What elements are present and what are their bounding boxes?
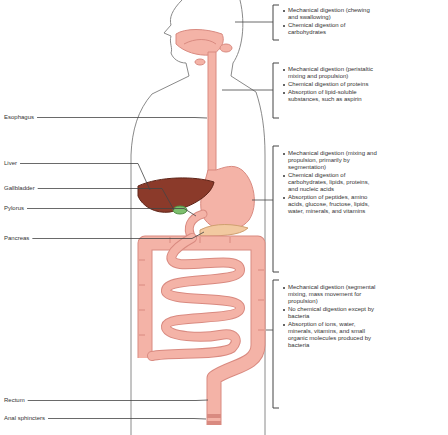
bullet-item: Chemical digestion of carbohydrates, lip… (283, 172, 381, 193)
organ-label: Gallbladder (4, 185, 35, 192)
function-note: Chemical digestion of carbohydrates (288, 22, 345, 35)
sphincter (207, 414, 221, 418)
bracket (273, 146, 279, 272)
bullet-dot (283, 324, 285, 326)
leader-line (38, 189, 174, 211)
pancreas (200, 225, 248, 237)
salivary-gland (220, 44, 232, 52)
text-block: Mechanical digestion (segmental mixing, … (283, 284, 381, 350)
body-outline (131, 0, 189, 435)
function-note: Mechanical digestion (peristaltic mixing… (288, 66, 373, 79)
bullet-dot (283, 25, 285, 27)
function-note: Absorption of ions, water, minerals, vit… (288, 321, 371, 348)
organ-label: Pylorus (4, 205, 24, 212)
organ-label: Pancreas (4, 235, 29, 242)
organ-label: Esophagus (4, 114, 34, 121)
stomach (201, 166, 255, 230)
function-note: Mechanical digestion (mixing and propuls… (288, 150, 377, 170)
organ-label: Rectum (4, 397, 25, 404)
bracket (273, 5, 279, 40)
bullet-item: Mechanical digestion (peristaltic mixing… (283, 66, 381, 80)
leader-line (27, 209, 196, 217)
text-block: Mechanical digestion (mixing and propuls… (283, 150, 381, 216)
bullet-dot (283, 10, 285, 12)
function-note: Chemical digestion of proteins (288, 81, 368, 87)
salivary-gland (195, 59, 205, 65)
mouth (176, 30, 223, 56)
bullet-item: Mechanical digestion (chewing and swallo… (283, 7, 381, 21)
text-block: Mechanical digestion (peristaltic mixing… (283, 66, 381, 104)
bracket (273, 280, 279, 408)
leader-line (48, 418, 206, 420)
small-intestine (152, 238, 240, 356)
bullet-item: Absorption of lipid-soluble substances, … (283, 89, 381, 103)
bullet-dot (283, 69, 285, 71)
bullet-item: No chemical digestion except by bacteria (283, 306, 381, 320)
function-note: No chemical digestion except by bacteria (288, 306, 374, 319)
bullet-item: Mechanical digestion (mixing and propuls… (283, 150, 381, 171)
bracket (273, 63, 279, 118)
function-note: Mechanical digestion (chewing and swallo… (288, 7, 370, 20)
esophagus (208, 52, 216, 175)
function-note: Mechanical digestion (segmental mixing, … (288, 284, 375, 304)
small-intestine (152, 238, 240, 356)
bullet-dot (283, 84, 285, 86)
leader-line (28, 400, 208, 402)
bullet-dot (283, 92, 285, 94)
bracket-pointer (222, 22, 273, 330)
sphincter (207, 421, 221, 425)
organ-label: Liver (4, 160, 17, 167)
leader-line (37, 117, 207, 119)
text-block: Mechanical digestion (chewing and swallo… (283, 7, 381, 37)
tongue (184, 40, 216, 45)
function-note: Absorption of lipid-soluble substances, … (288, 89, 362, 102)
gallbladder (173, 206, 187, 214)
function-note: Absorption of peptides, amino acids, glu… (288, 194, 369, 214)
bullet-dot (283, 309, 285, 311)
bullet-item: Absorption of ions, water, minerals, vit… (283, 321, 381, 349)
organ-label: Anal sphincters (4, 415, 45, 422)
bullet-dot (283, 175, 285, 177)
bullet-dot (283, 153, 285, 155)
bullet-item: Chemical digestion of proteins (283, 81, 381, 88)
bullet-dot (283, 287, 285, 289)
bullet-item: Absorption of peptides, amino acids, glu… (283, 194, 381, 215)
function-note: Chemical digestion of carbohydrates, lip… (288, 172, 369, 192)
bullet-item: Chemical digestion of carbohydrates (283, 22, 381, 36)
bullet-dot (283, 197, 285, 199)
leader-line (32, 232, 204, 239)
leader-line (20, 164, 150, 191)
bullet-item: Mechanical digestion (segmental mixing, … (283, 284, 381, 305)
